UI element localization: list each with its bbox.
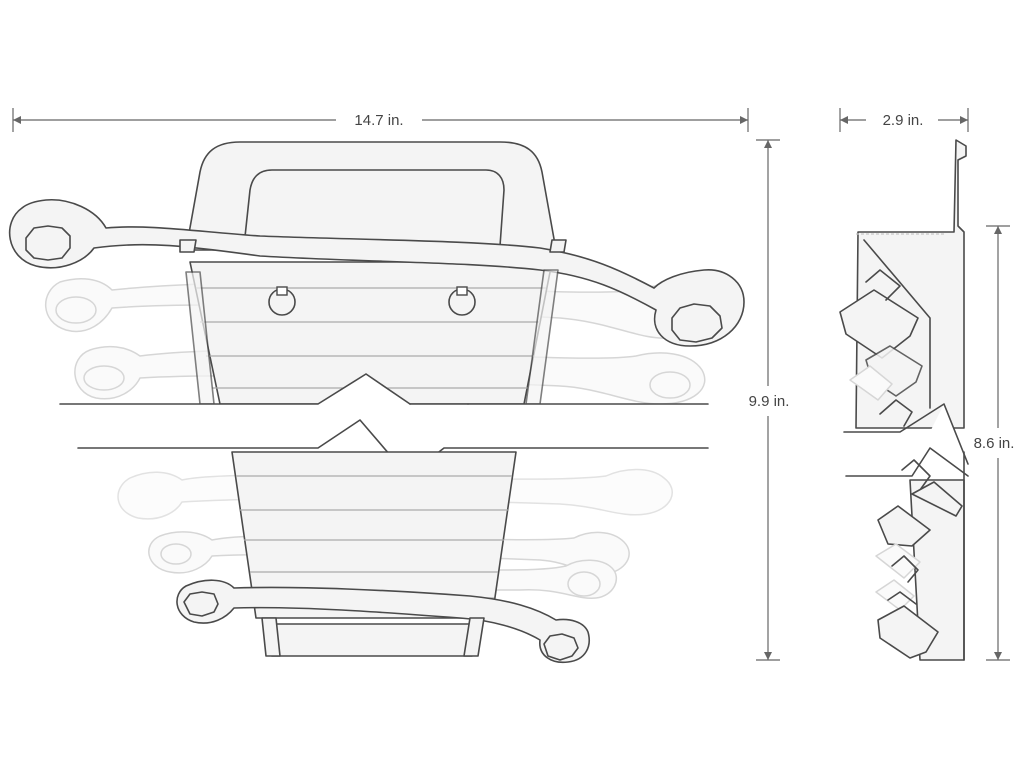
side-break-line (843, 403, 969, 477)
front-width-dimension: 14.7 in. (12, 108, 749, 132)
handle-opening (243, 169, 505, 247)
width-front-label: 14.7 in. (354, 112, 403, 129)
side-clip-8 (877, 591, 939, 659)
side-clip-1 (839, 269, 919, 359)
side-clip-2 (849, 345, 923, 401)
rack-base (263, 623, 479, 657)
side-clip-4 (901, 459, 963, 517)
side-view (839, 139, 969, 661)
depth-side-label: 2.9 in. (883, 112, 924, 129)
keyhole-left (268, 286, 296, 316)
side-clip-5 (877, 505, 931, 547)
keyhole-right (448, 286, 476, 316)
rack-handle (185, 141, 557, 251)
break-line (59, 373, 709, 477)
wrench-small (176, 579, 590, 664)
height-front-label: 9.9 in. (749, 393, 790, 410)
side-clip-3 (879, 399, 913, 427)
side-clip-6 (875, 543, 921, 583)
side-depth-dimension: 2.9 in. (839, 108, 969, 132)
front-height-dimension: 9.9 in. (749, 139, 790, 661)
wrench-large (8, 199, 745, 347)
height-side-label: 8.6 in. (974, 435, 1015, 452)
side-height-dimension: 8.6 in. (974, 225, 1015, 661)
front-view (8, 141, 745, 664)
